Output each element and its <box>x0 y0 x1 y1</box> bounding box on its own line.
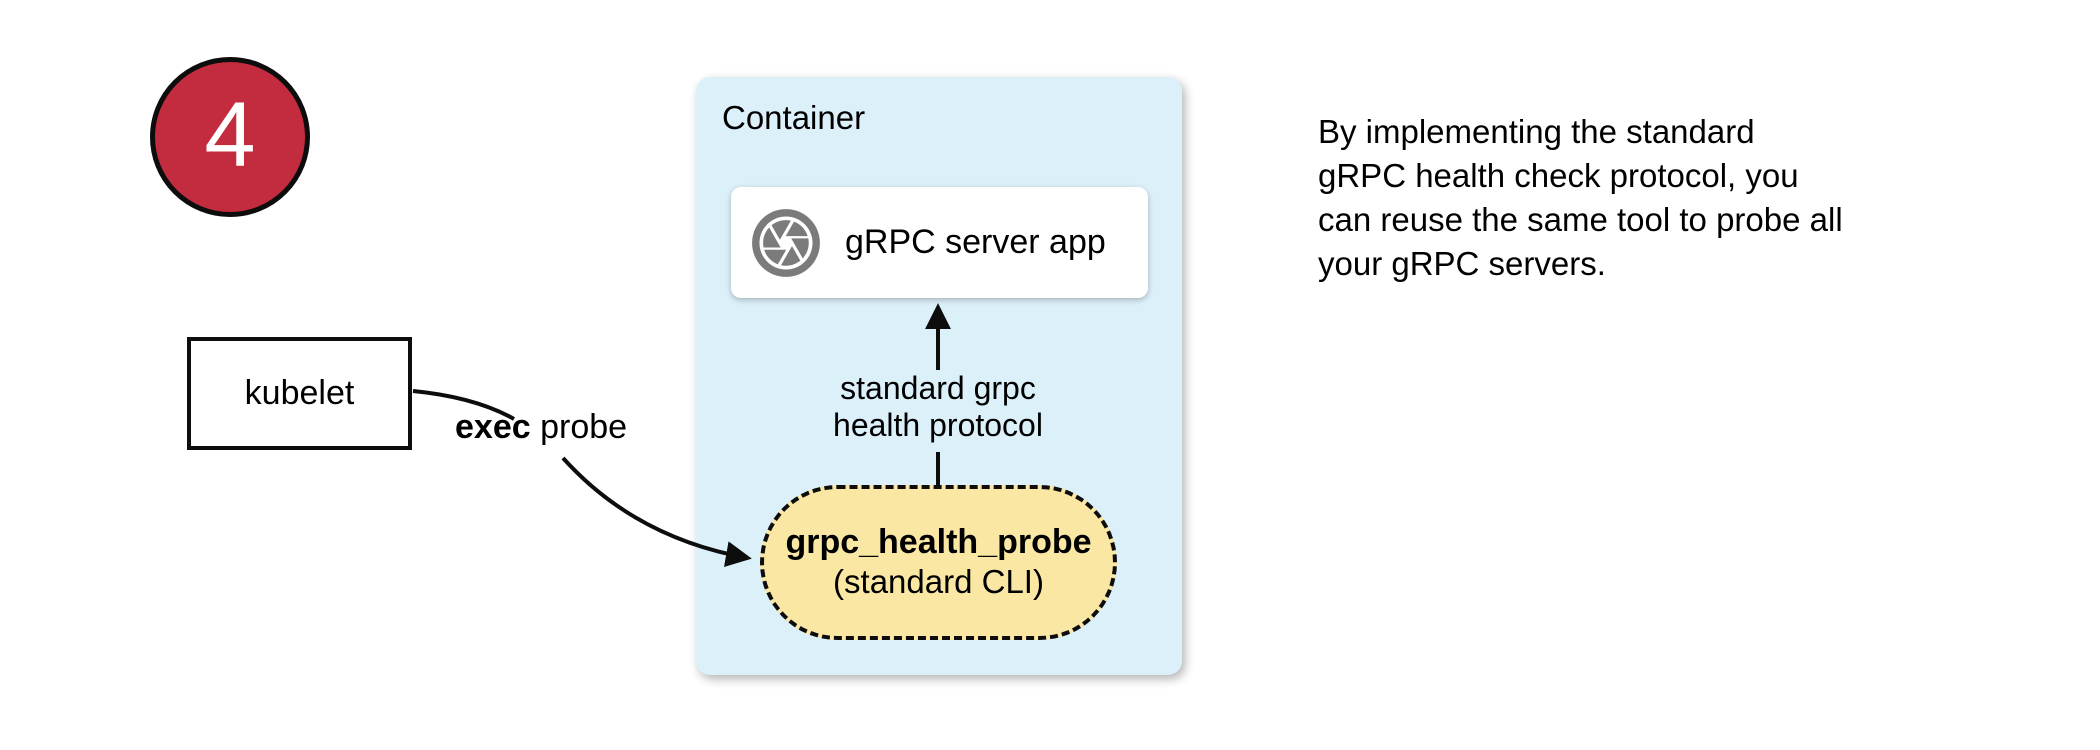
health-protocol-label-line2: health protocol <box>833 407 1043 443</box>
side-note-line: gRPC health check protocol, you <box>1318 157 1799 194</box>
side-note-line: can reuse the same tool to probe all <box>1318 201 1843 238</box>
health-protocol-label-line1: standard grpc <box>840 370 1036 406</box>
side-note: By implementing the standard gRPC health… <box>1318 110 1843 286</box>
step-number: 4 <box>204 84 256 186</box>
exec-probe-arrow-label: exec probe <box>455 408 627 447</box>
container-group: Container gRPC server app grpc_health_pr… <box>696 77 1182 675</box>
container-label: Container <box>722 99 866 136</box>
grpc-server-app-label: gRPC server app <box>845 223 1106 261</box>
aperture-icon <box>752 208 820 277</box>
side-note-line: By implementing the standard <box>1318 113 1755 150</box>
grpc-health-probe-title: grpc_health_probe <box>785 523 1092 561</box>
exec-probe-label-rest: probe <box>530 408 628 446</box>
kubelet-node: kubelet <box>187 337 412 450</box>
exec-probe-label-bold: exec <box>455 408 531 446</box>
grpc-server-app-node: gRPC server app <box>731 187 1148 298</box>
side-note-line: your gRPC servers. <box>1318 245 1606 282</box>
grpc-health-probe-node: grpc_health_probe (standard CLI) <box>760 485 1117 640</box>
grpc-health-probe-subtitle: (standard CLI) <box>833 563 1044 600</box>
health-protocol-arrow-label: standard grpc health protocol <box>833 370 1043 444</box>
step-badge: 4 <box>150 57 310 217</box>
kubelet-label: kubelet <box>244 374 355 412</box>
